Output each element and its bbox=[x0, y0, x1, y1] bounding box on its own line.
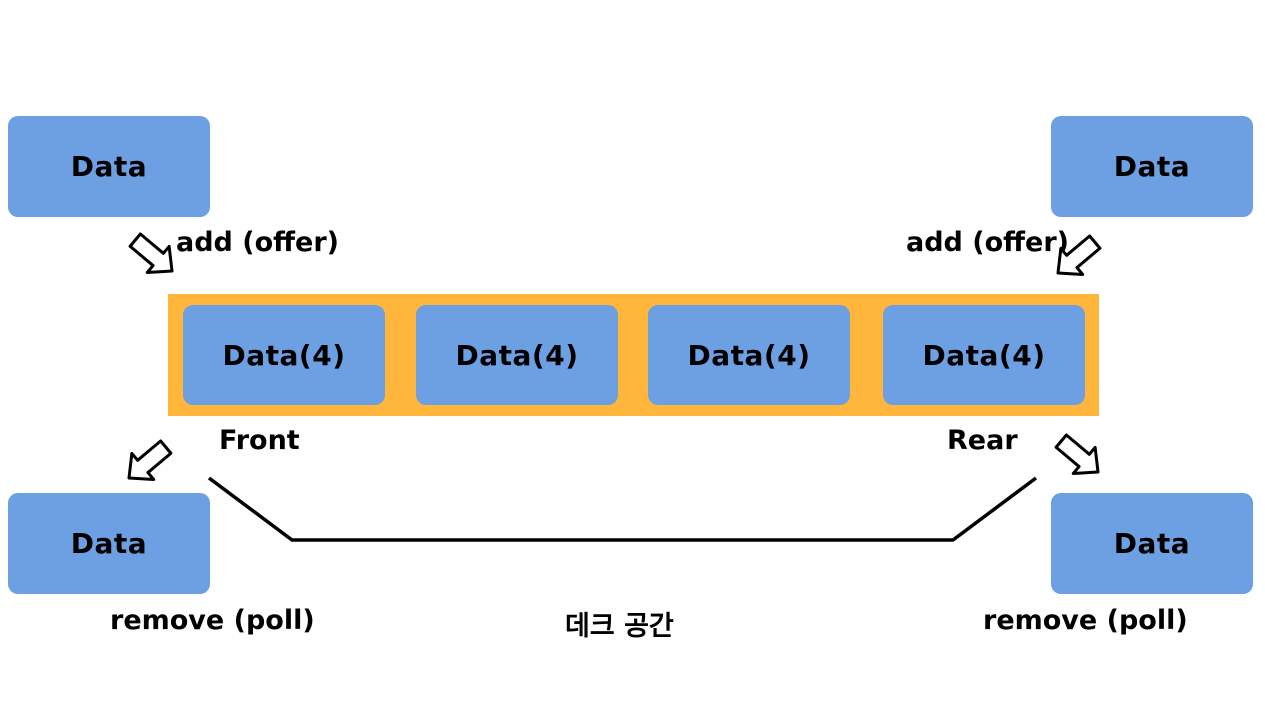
top-right-data-box: Data bbox=[1051, 116, 1253, 217]
deque-item-4: Data(4) bbox=[883, 305, 1085, 405]
top-left-data-box: Data bbox=[8, 116, 210, 217]
rear-label: Rear bbox=[947, 425, 1018, 456]
deque-item-2: Data(4) bbox=[416, 305, 618, 405]
arrow-in-icon bbox=[1045, 227, 1108, 288]
add-right-label: add (offer) bbox=[906, 227, 1070, 258]
deque-item-3: Data(4) bbox=[648, 305, 850, 405]
arrow-out-icon bbox=[116, 432, 179, 493]
deque-space-label: 데크 공간 bbox=[565, 611, 674, 642]
deque-item-1: Data(4) bbox=[183, 305, 385, 405]
remove-right-label: remove (poll) bbox=[983, 605, 1188, 636]
remove-left-label: remove (poll) bbox=[110, 605, 315, 636]
bottom-left-data-box: Data bbox=[8, 493, 210, 594]
deque-space-bracket bbox=[207, 476, 1038, 542]
arrow-in-icon bbox=[122, 225, 185, 286]
add-left-label: add (offer) bbox=[176, 227, 340, 258]
front-label: Front bbox=[219, 425, 300, 456]
bottom-right-data-box: Data bbox=[1051, 493, 1253, 594]
arrow-out-icon bbox=[1048, 426, 1111, 487]
